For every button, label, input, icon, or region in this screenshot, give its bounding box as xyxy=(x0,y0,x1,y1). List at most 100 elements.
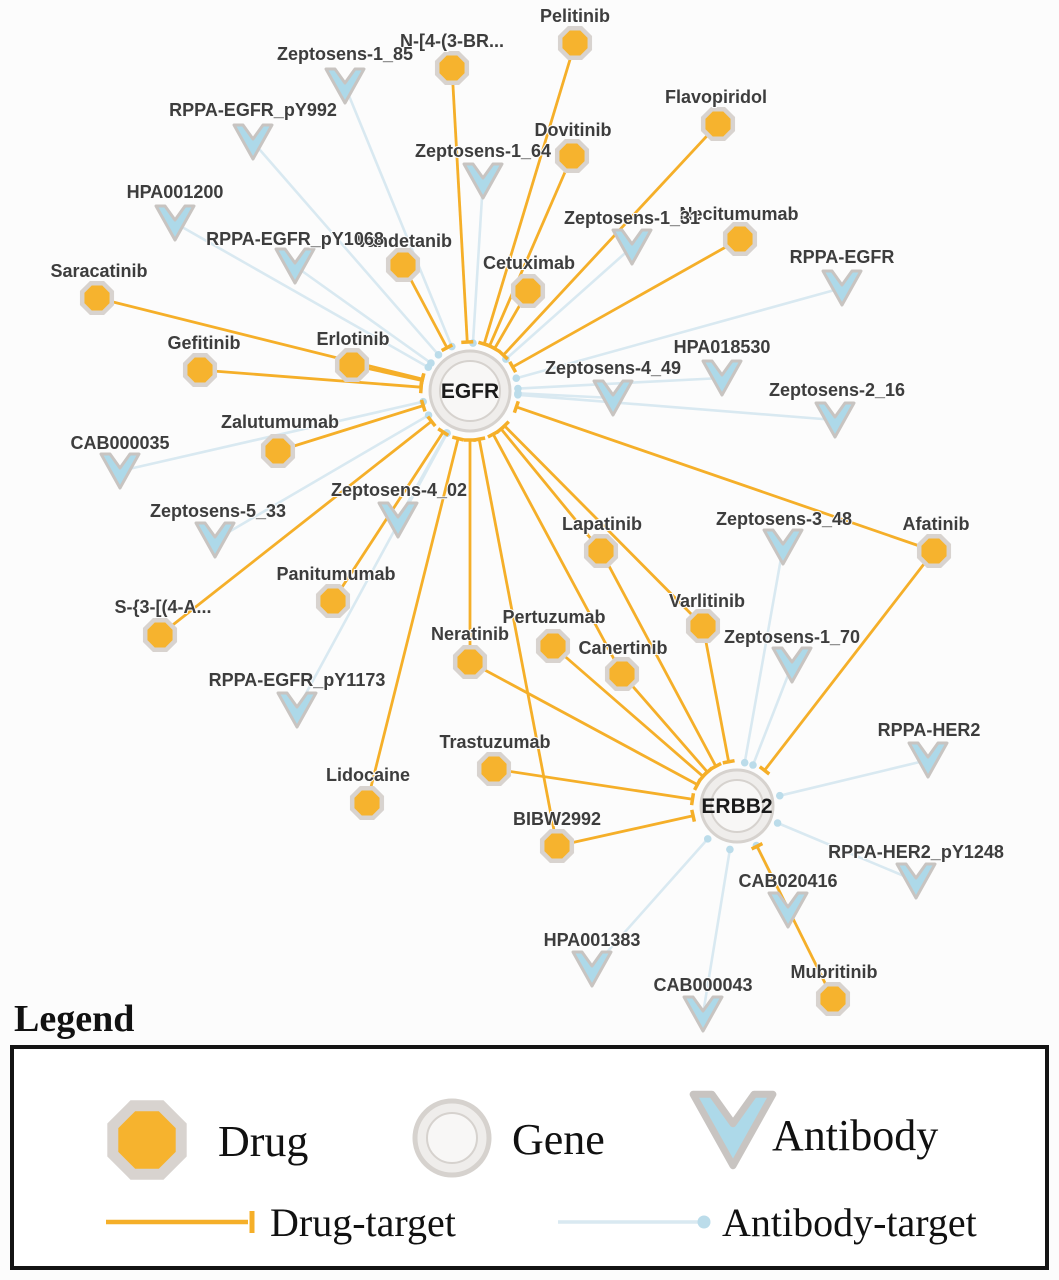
drug-target-edge xyxy=(552,644,704,778)
antibody-node-cab000035[interactable] xyxy=(99,452,141,490)
antibody-node-zeptosens-1-85[interactable] xyxy=(324,67,366,105)
antibody-label-zeptosens-4-49: Zeptosens-4_49 xyxy=(545,358,681,378)
antibody-target-edge xyxy=(343,85,454,348)
drug-target-edge xyxy=(502,123,720,357)
antibody-node-zeptosens-4-02[interactable] xyxy=(377,501,419,539)
drug-target-edge-tee xyxy=(451,435,465,442)
legend-drug-label: Drug xyxy=(218,1117,308,1166)
drug-node-s-3-4-a[interactable] xyxy=(142,617,178,653)
drug-node-saracatinib[interactable] xyxy=(79,280,115,316)
antibody-node-rppa-her2-py1248[interactable] xyxy=(895,862,937,900)
antibody-target-edge-dot xyxy=(434,351,443,359)
drug-node-trastuzumab[interactable] xyxy=(476,751,512,787)
drug-target-edge-tee xyxy=(419,399,427,412)
antibody-node-zeptosens-1-70[interactable] xyxy=(771,646,813,684)
drug-node-dovitinib[interactable] xyxy=(554,138,590,174)
antibody-node-zeptosens-2-16[interactable] xyxy=(814,401,856,439)
antibody-label-zeptosens-1-85: Zeptosens-1_85 xyxy=(277,44,413,64)
drug-target-edge xyxy=(482,42,577,345)
drug-target-edge xyxy=(499,428,603,552)
drug-node-panitumumab[interactable] xyxy=(315,583,351,619)
drug-edges-layer xyxy=(96,42,936,1000)
antibody-node-rppa-her2[interactable] xyxy=(907,741,949,779)
legend-gene-label: Gene xyxy=(512,1115,605,1164)
drug-node-pertuzumab[interactable] xyxy=(535,628,571,664)
drug-node-mubritinib[interactable] xyxy=(815,981,851,1017)
antibody-node-rppa-egfr-py992[interactable] xyxy=(232,123,274,161)
drug-target-edge xyxy=(491,433,624,675)
legend-antibody-target-dot xyxy=(697,1215,711,1229)
antibody-node-zeptosens-5-33[interactable] xyxy=(194,521,236,559)
antibody-target-edge-dot xyxy=(773,819,782,827)
drug-node-erlotinib[interactable] xyxy=(334,347,370,383)
antibody-label-rppa-her2: RPPA-HER2 xyxy=(878,720,981,740)
drug-target-edge xyxy=(477,438,559,847)
antibody-node-rppa-egfr-py1173[interactable] xyxy=(276,691,318,729)
antibody-node-hpa018530[interactable] xyxy=(701,359,743,397)
drug-label-canertinib: Canertinib xyxy=(578,638,667,658)
antibody-node-zeptosens-3-48[interactable] xyxy=(762,528,804,566)
antibody-node-zeptosens-1-64[interactable] xyxy=(462,162,504,200)
drug-label-n-4-3-br: N-[4-(3-BR... xyxy=(400,31,504,51)
drug-label-lapatinib: Lapatinib xyxy=(562,514,642,534)
drug-label-mubritinib: Mubritinib xyxy=(791,962,878,982)
antibody-target-edge xyxy=(743,546,785,763)
antibody-label-hpa001383: HPA001383 xyxy=(544,930,641,950)
legend-drug-target-label: Drug-target xyxy=(270,1200,456,1245)
drug-node-varlitinib[interactable] xyxy=(685,608,721,644)
antibody-label-cab000035: CAB000035 xyxy=(70,433,169,453)
antibody-target-edge xyxy=(517,393,836,422)
drug-node-afatinib[interactable] xyxy=(916,533,952,569)
drug-label-zalutumumab: Zalutumumab xyxy=(221,412,339,432)
drug-label-erlotinib: Erlotinib xyxy=(317,329,390,349)
drug-target-edge-tee xyxy=(472,436,486,442)
drug-target-edge-tee xyxy=(461,339,474,345)
drug-label-bibw2992: BIBW2992 xyxy=(513,809,601,829)
drug-node-neratinib[interactable] xyxy=(452,644,488,680)
drug-target-edge xyxy=(159,420,433,637)
antibody-edges-layer xyxy=(119,85,929,1015)
gene-node-egfr[interactable] xyxy=(428,349,512,433)
antibody-target-edge xyxy=(517,392,614,400)
drug-node-zalutumumab[interactable] xyxy=(260,433,296,469)
drug-target-edge xyxy=(199,368,422,389)
drug-node-n-4-3-br[interactable] xyxy=(434,50,470,86)
antibody-label-rppa-egfr-py992: RPPA-EGFR_pY992 xyxy=(169,100,337,120)
antibody-target-edge-dot xyxy=(740,758,749,767)
drug-node-gefitinib[interactable] xyxy=(182,352,218,388)
legend-gene-icon-inner xyxy=(426,1112,478,1164)
drug-node-bibw2992[interactable] xyxy=(539,828,575,864)
drug-label-panitumumab: Panitumumab xyxy=(276,564,395,584)
drug-node-flavopiridol[interactable] xyxy=(700,106,736,142)
antibody-target-edge xyxy=(174,221,429,369)
antibody-node-rppa-egfr-py1068[interactable] xyxy=(274,247,316,285)
drug-node-vandetanib[interactable] xyxy=(385,247,421,283)
drug-target-edge-tee xyxy=(750,842,764,851)
drug-target-edge-tee xyxy=(497,349,509,361)
drug-node-pelitinib[interactable] xyxy=(557,25,593,61)
drug-target-edge xyxy=(515,405,935,553)
drug-target-edge xyxy=(450,67,469,343)
antibody-node-rppa-egfr[interactable] xyxy=(821,269,863,307)
antibody-node-hpa001200[interactable] xyxy=(154,204,196,242)
drug-node-canertinib[interactable] xyxy=(604,656,640,692)
antibody-node-hpa001383[interactable] xyxy=(571,950,613,988)
drug-node-necitumumab[interactable] xyxy=(722,221,758,257)
drug-node-lapatinib[interactable] xyxy=(583,533,619,569)
antibody-target-edge-dot xyxy=(512,374,521,382)
drug-node-cetuximab[interactable] xyxy=(510,273,546,309)
antibody-node-cab000043[interactable] xyxy=(682,995,724,1033)
drug-label-neratinib: Neratinib xyxy=(431,624,509,644)
antibody-node-zeptosens-4-49[interactable] xyxy=(592,379,634,417)
drug-target-edge xyxy=(469,660,699,786)
drug-target-edge-tee xyxy=(693,778,702,791)
antibody-label-zeptosens-5-33: Zeptosens-5_33 xyxy=(150,501,286,521)
drug-target-edge xyxy=(755,845,835,1000)
antibody-node-zeptosens-1-31[interactable] xyxy=(611,228,653,266)
antibody-node-cab020416[interactable] xyxy=(767,891,809,929)
gene-node-erbb2[interactable] xyxy=(699,768,775,844)
antibody-label-zeptosens-4-02: Zeptosens-4_02 xyxy=(331,480,467,500)
drug-node-lidocaine[interactable] xyxy=(349,785,385,821)
